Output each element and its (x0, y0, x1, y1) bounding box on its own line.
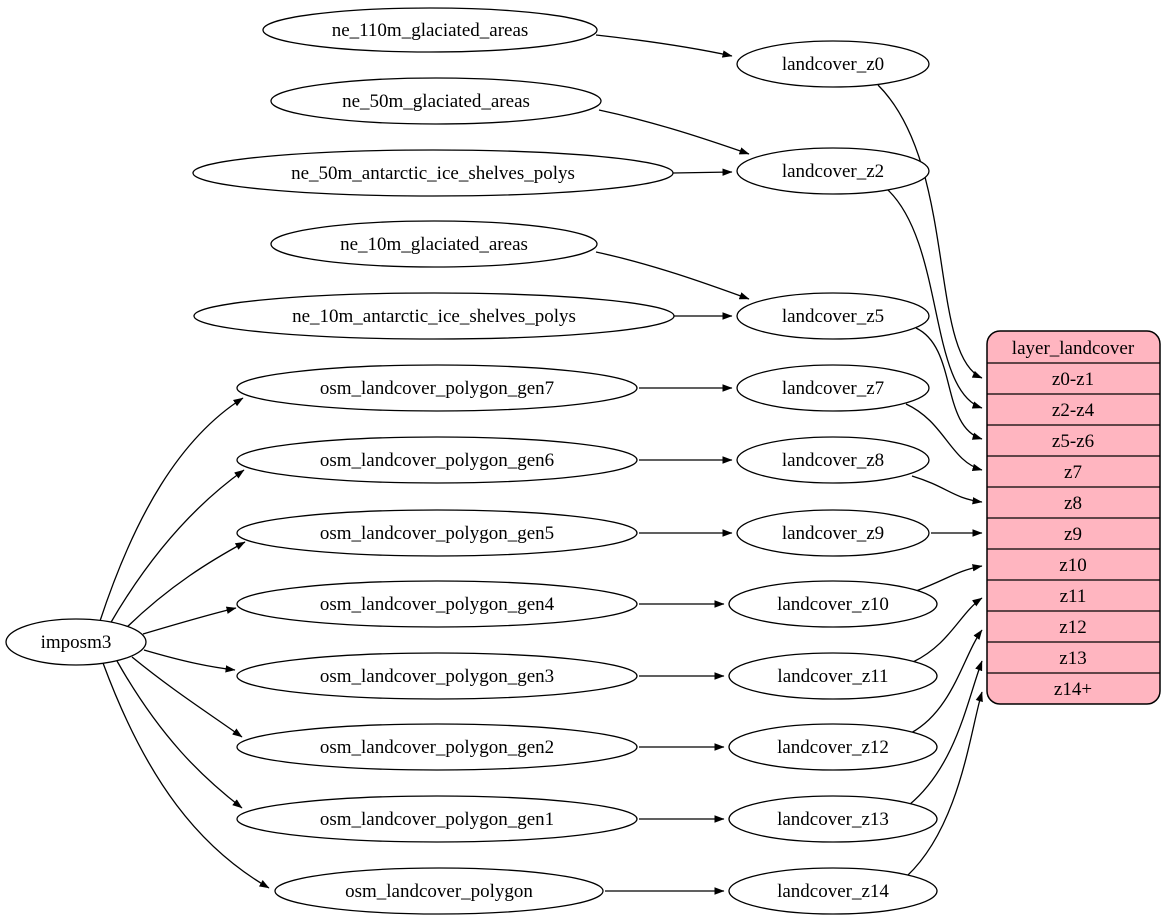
node-osm-landcover-polygon: osm_landcover_polygon (274, 867, 604, 915)
edge-ne-110m-glaciated-areas-to-landcover-z0 (595, 34, 733, 58)
node-osm-landcover-polygon-gen5: osm_landcover_polygon_gen5 (236, 509, 638, 557)
node-osm-landcover-polygon-gen4: osm_landcover_polygon_gen4 (236, 580, 638, 628)
node-osm-landcover-polygon-gen1: osm_landcover_polygon_gen1 (236, 795, 638, 843)
node-osm-landcover-polygon-gen3: osm_landcover_polygon_gen3 (236, 652, 638, 700)
edge-ne-50m-antarctic-ice-shelves-polys-to-landcover-z2 (672, 168, 733, 176)
node-label: osm_landcover_polygon_gen7 (320, 378, 554, 399)
edge-landcover-z0-to-row-z0-z1 (877, 84, 983, 379)
node-label: ne_110m_glaciated_areas (332, 20, 529, 41)
edge-imposm3-to-osm-landcover-polygon-gen3 (143, 649, 236, 673)
node-label: ne_50m_antarctic_ice_shelves_polys (291, 163, 575, 184)
edge-landcover-z7-to-row-z7 (905, 403, 983, 471)
node-landcover-z8: landcover_z8 (736, 436, 930, 484)
table-row-z8: z8 (1064, 493, 1082, 514)
node-landcover-z14: landcover_z14 (728, 867, 938, 915)
node-ne-50m-antarctic-ice-shelves-polys: ne_50m_antarctic_ice_shelves_polys (192, 149, 674, 197)
node-label: landcover_z13 (777, 809, 889, 830)
node-osm-landcover-polygon-gen7: osm_landcover_polygon_gen7 (236, 364, 638, 412)
table-row-z14plus: z14+ (1054, 679, 1092, 700)
node-ne-50m-glaciated-areas: ne_50m_glaciated_areas (270, 77, 602, 125)
node-label: landcover_z14 (777, 881, 889, 902)
node-label: osm_landcover_polygon_gen6 (320, 450, 554, 471)
edge-imposm3-to-osm-landcover-polygon-gen2 (131, 656, 243, 738)
node-label: osm_landcover_polygon_gen5 (320, 523, 554, 544)
node-label: landcover_z7 (782, 378, 884, 399)
table-title: layer_landcover (1012, 338, 1135, 359)
edge-imposm3-to-osm-landcover-polygon (102, 662, 270, 889)
table-row-z11: z11 (1060, 586, 1087, 607)
edge-landcover-z14-to-row-z14plus (906, 691, 983, 877)
node-label: landcover_z12 (777, 737, 889, 758)
edge-layer (99, 34, 983, 895)
node-label: ne_10m_glaciated_areas (340, 234, 528, 255)
table-row-z2-z4: z2-z4 (1052, 400, 1095, 421)
node-label: osm_landcover_polygon_gen3 (320, 666, 554, 687)
node-landcover-z11: landcover_z11 (728, 652, 938, 700)
table-row-z9: z9 (1064, 524, 1082, 545)
node-imposm3: imposm3 (5, 618, 147, 666)
node-label: ne_10m_antarctic_ice_shelves_polys (292, 306, 576, 327)
node-osm-landcover-polygon-gen6: osm_landcover_polygon_gen6 (236, 436, 638, 484)
table-layer-landcover: layer_landcover z0-z1 z2-z4 z5-z6 z7 z8 … (986, 330, 1161, 705)
node-label: landcover_z0 (782, 54, 884, 75)
node-label: landcover_z2 (782, 161, 884, 182)
table-row-z0-z1: z0-z1 (1052, 369, 1094, 390)
node-label: osm_landcover_polygon (345, 881, 533, 902)
table-row-z10: z10 (1059, 555, 1086, 576)
node-label: osm_landcover_polygon_gen1 (320, 809, 554, 830)
node-landcover-z5: landcover_z5 (736, 292, 930, 340)
table-row-z7: z7 (1064, 462, 1082, 483)
node-label: landcover_z5 (782, 306, 884, 327)
edge-landcover-z8-to-row-z8 (911, 475, 983, 505)
edge-landcover-z5-to-row-z5-z6 (915, 327, 983, 440)
node-label: landcover_z11 (777, 666, 888, 687)
node-landcover-z10: landcover_z10 (728, 580, 938, 628)
node-label: landcover_z9 (782, 523, 884, 544)
edge-landcover-z13-to-row-z13 (908, 660, 983, 806)
edge-imposm3-to-osm-landcover-polygon-gen1 (116, 660, 243, 809)
node-label: landcover_z8 (782, 450, 884, 471)
node-ne-110m-glaciated-areas: ne_110m_glaciated_areas (262, 7, 598, 53)
edge-landcover-z10-to-row-z10 (915, 564, 983, 592)
node-imposm3-label: imposm3 (41, 632, 112, 653)
edge-imposm3-to-osm-landcover-polygon-gen5 (124, 541, 246, 630)
table-row-z13: z13 (1059, 648, 1086, 669)
edge-ne-10m-glaciated-areas-to-landcover-z5 (595, 251, 750, 300)
table-row-z12: z12 (1059, 617, 1086, 638)
node-label: ne_50m_glaciated_areas (342, 91, 530, 112)
edge-imposm3-to-osm-landcover-polygon-gen7 (99, 397, 244, 622)
edge-landcover-z12-to-row-z12 (910, 629, 983, 734)
node-landcover-z12: landcover_z12 (728, 723, 938, 771)
node-ne-10m-antarctic-ice-shelves-polys: ne_10m_antarctic_ice_shelves_polys (193, 292, 675, 340)
node-landcover-z7: landcover_z7 (736, 364, 930, 412)
node-ne-10m-glaciated-areas: ne_10m_glaciated_areas (270, 220, 598, 268)
edge-ne-50m-glaciated-areas-to-landcover-z2 (598, 109, 750, 155)
node-landcover-z2: landcover_z2 (736, 147, 930, 195)
node-landcover-z0: landcover_z0 (736, 40, 930, 88)
node-landcover-z9: landcover_z9 (736, 509, 930, 557)
table-row-z5-z6: z5-z6 (1052, 431, 1094, 452)
node-label: osm_landcover_polygon_gen4 (320, 594, 555, 615)
node-label: landcover_z10 (777, 594, 889, 615)
edge-imposm3-to-osm-landcover-polygon-gen6 (109, 469, 245, 625)
node-osm-landcover-polygon-gen2: osm_landcover_polygon_gen2 (236, 723, 638, 771)
edge-imposm3-to-osm-landcover-polygon-gen4 (142, 606, 237, 635)
edge-landcover-z2-to-row-z2-z4 (887, 189, 983, 409)
node-label: osm_landcover_polygon_gen2 (320, 737, 554, 758)
edge-landcover-z11-to-row-z11 (912, 597, 983, 663)
node-landcover-z13: landcover_z13 (728, 795, 938, 843)
